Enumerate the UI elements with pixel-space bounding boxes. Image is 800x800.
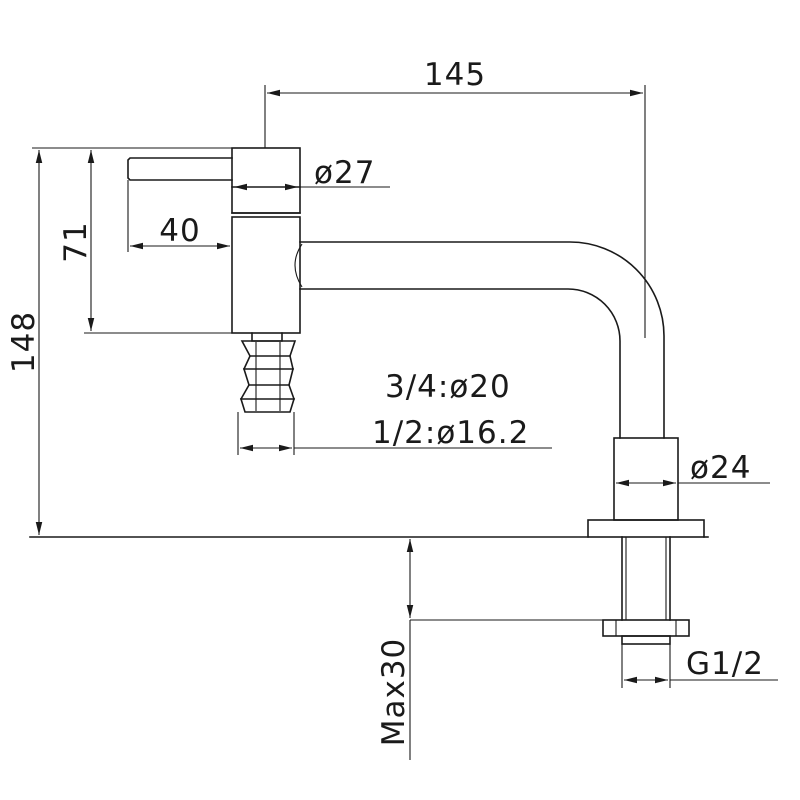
dim-handle-height-label: 71 xyxy=(58,221,94,262)
dim-body-diameter-label: ø27 xyxy=(314,155,375,191)
dimension-total-height: 148 xyxy=(6,147,232,535)
hose-barb xyxy=(239,332,297,413)
dim-overall-width-label: 145 xyxy=(424,57,486,93)
dimension-overall-width: 145 xyxy=(264,57,646,338)
base-collar xyxy=(613,437,679,521)
dimension-body-diameter: ø27 xyxy=(234,155,390,191)
dim-handle-length-label: 40 xyxy=(159,213,200,249)
dim-base-diameter-label: ø24 xyxy=(690,450,751,486)
spout-pipe-inner xyxy=(299,288,621,439)
dimension-thread: G1/2 xyxy=(621,644,778,688)
base-flange xyxy=(587,519,705,538)
dimension-max-thickness: Max30 xyxy=(376,539,603,760)
dimension-base-diameter: ø24 xyxy=(616,450,770,487)
handle-cap xyxy=(231,147,301,214)
handle-lever xyxy=(127,157,233,181)
valve-body xyxy=(231,216,301,334)
dim-total-height-label: 148 xyxy=(6,311,42,373)
spout-pipe xyxy=(299,241,665,439)
threaded-stem xyxy=(621,536,671,621)
dim-hose-1-2-label: 1/2:ø16.2 xyxy=(372,415,529,451)
dimension-hose-barb: 3/4:ø20 1/2:ø16.2 xyxy=(237,369,552,455)
dimension-handle-height: 71 xyxy=(58,147,232,334)
dimension-handle-length: 40 xyxy=(127,180,230,252)
dim-hose-3-4-label: 3/4:ø20 xyxy=(385,369,511,405)
mounting-nut xyxy=(602,619,690,645)
dim-max-thickness-label: Max30 xyxy=(376,638,412,747)
dim-thread-label: G1/2 xyxy=(686,646,764,682)
spout-joint-curve xyxy=(294,243,303,288)
faucet-outline xyxy=(127,147,705,645)
